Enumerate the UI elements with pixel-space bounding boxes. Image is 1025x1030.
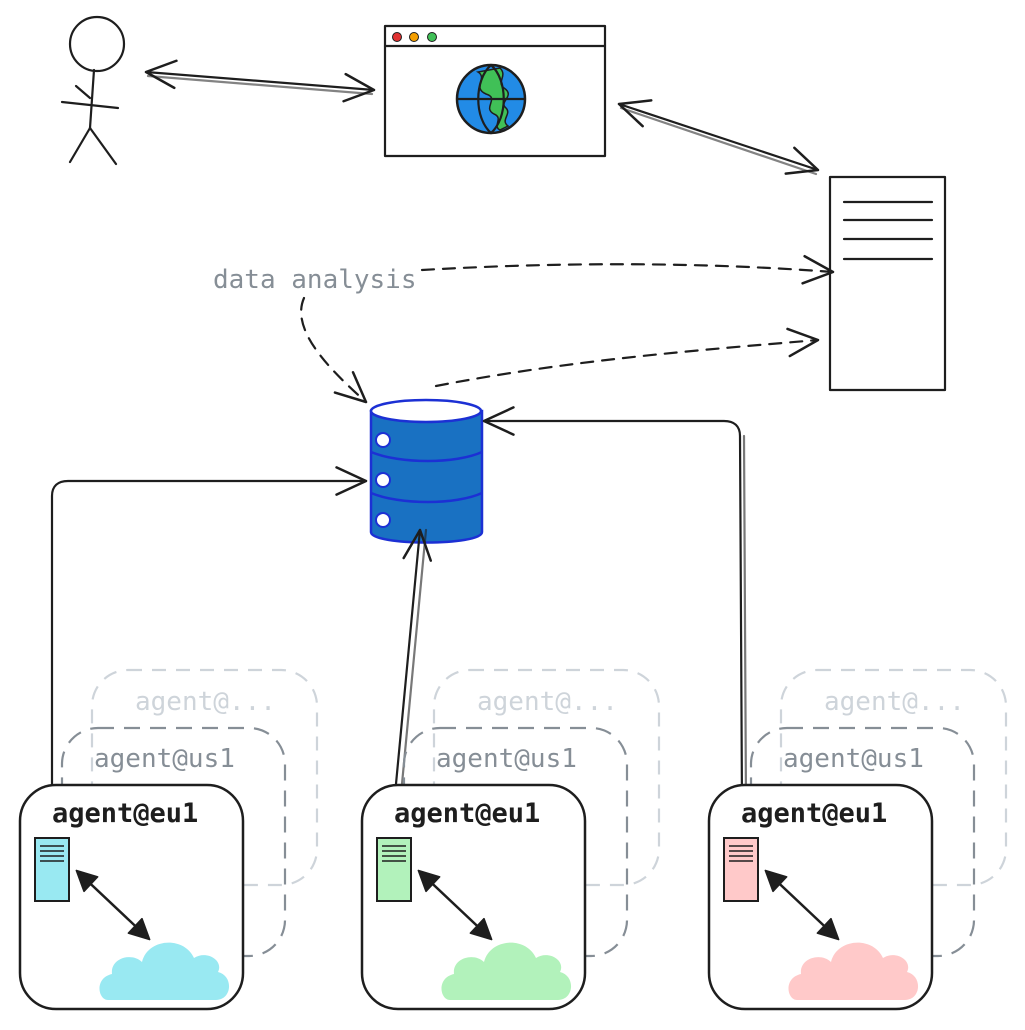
user-icon: [60, 15, 126, 166]
database-icon: [369, 398, 484, 544]
agent-group-3: agent@... agent@us1 agent@eu1: [707, 668, 1008, 1011]
agent-back-label: agent@...: [477, 687, 618, 717]
window-minimize-dot: [409, 32, 419, 42]
agent-link-arrow: [75, 869, 151, 941]
cloud-icon: [441, 942, 572, 1000]
globe-icon: [455, 63, 527, 135]
agent-front-label: agent@eu1: [394, 798, 540, 829]
data-analysis-label: data analysis: [213, 265, 417, 295]
window-maximize-dot: [427, 32, 437, 42]
browser-server-arrow: [617, 99, 820, 176]
agent-front-label: agent@eu1: [741, 798, 887, 829]
agent-middle-label: agent@us1: [436, 744, 577, 774]
agent-back-label: agent@...: [824, 687, 965, 717]
agent-link-arrow: [417, 869, 493, 941]
data-analysis-arrows: [300, 254, 835, 404]
cloud-icon: [99, 942, 230, 1000]
agent-group-2: agent@... agent@us1 agent@eu1: [360, 668, 661, 1011]
agent-middle-label: agent@us1: [783, 744, 924, 774]
agent-link-arrow: [764, 869, 840, 941]
agent-back-label: agent@...: [135, 687, 276, 717]
agent-server-icon: [376, 837, 412, 902]
window-close-dot: [392, 32, 402, 42]
browser-window-icon: [383, 24, 607, 158]
agent-groups: agent@...agent@us1agent@eu1agent@...agen…: [18, 668, 1008, 1011]
server-icon: [828, 175, 947, 392]
agent-server-icon: [723, 837, 759, 902]
cloud-icon: [788, 942, 919, 1000]
agent-middle-label: agent@us1: [94, 744, 235, 774]
agent-server-icon: [34, 837, 70, 902]
user-browser-arrow: [144, 59, 376, 103]
agent-group-1: agent@... agent@us1 agent@eu1: [18, 668, 319, 1011]
agent-front-label: agent@eu1: [52, 798, 198, 829]
